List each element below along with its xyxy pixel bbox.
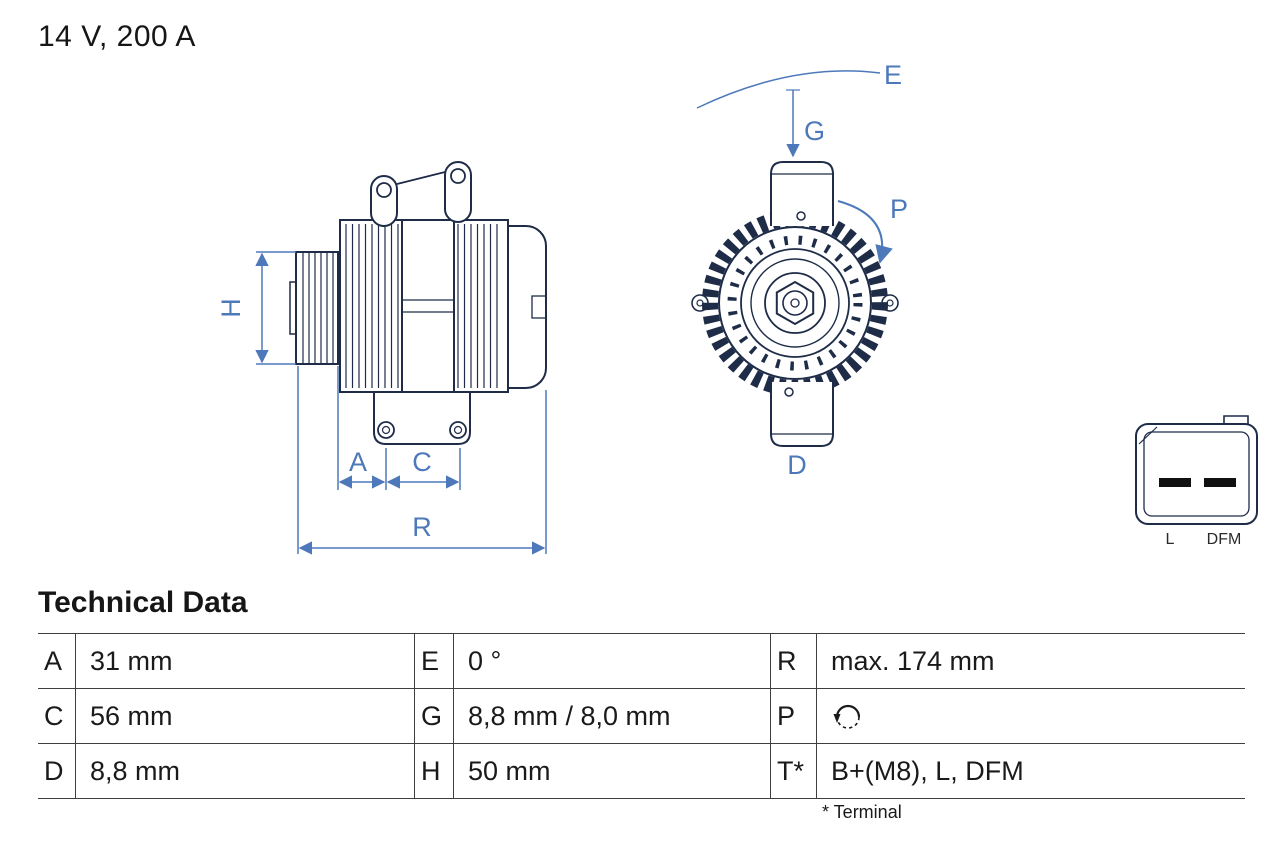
tech-cell-key: R	[771, 633, 817, 688]
technical-drawing: H A C R	[216, 60, 1258, 555]
dim-label-e: E	[884, 60, 902, 90]
connector-terminal-l	[1159, 478, 1191, 487]
tech-cell-key: A	[38, 633, 76, 688]
dim-label-g: G	[804, 116, 825, 146]
connector-pinout: L DFM	[1135, 415, 1258, 548]
dim-label-c: C	[412, 447, 432, 477]
tech-cell-key: G	[415, 688, 454, 743]
tech-cell-value: max. 174 mm	[817, 633, 1245, 688]
dim-label-a: A	[349, 447, 367, 477]
tech-cell-value: 8,8 mm / 8,0 mm	[454, 688, 771, 743]
tech-cell-value: B+(M8), L, DFM	[817, 743, 1245, 798]
tech-cell-key: T*	[771, 743, 817, 798]
tech-cell-value: 31 mm	[76, 633, 415, 688]
dim-label-h: H	[216, 298, 246, 318]
tech-cell-value: 50 mm	[454, 743, 771, 798]
tech-cell-key: H	[415, 743, 454, 798]
rotation-ccw-icon	[833, 704, 861, 729]
technical-data-heading: Technical Data	[38, 586, 248, 619]
side-view-dimensions: H A C R	[216, 251, 547, 555]
alternator-side-view	[289, 161, 547, 445]
tech-cell-key: P	[771, 688, 817, 743]
tech-cell-value-rotation	[817, 688, 1245, 743]
connector-terminal-dfm	[1204, 478, 1236, 487]
connector-pin-label-l: L	[1166, 531, 1175, 548]
tech-cell-key: C	[38, 688, 76, 743]
tech-cell-key: E	[415, 633, 454, 688]
technical-data-table: A 31 mm E 0 ° R max. 174 mm C 56 mm G 8,…	[38, 633, 1245, 799]
dim-label-p: P	[890, 194, 908, 224]
connector-pin-label-dfm: DFM	[1207, 531, 1242, 548]
tech-cell-value: 0 °	[454, 633, 771, 688]
tech-cell-key: D	[38, 743, 76, 798]
front-view-dimensions: E G P D	[696, 60, 908, 480]
tech-cell-value: 8,8 mm	[76, 743, 415, 798]
dim-label-r: R	[412, 512, 432, 542]
terminal-footnote: * Terminal	[822, 802, 902, 822]
page-title: 14 V, 200 A	[38, 20, 196, 53]
dim-label-d: D	[787, 450, 807, 480]
tech-cell-value: 56 mm	[76, 688, 415, 743]
alternator-front-view	[691, 161, 899, 447]
